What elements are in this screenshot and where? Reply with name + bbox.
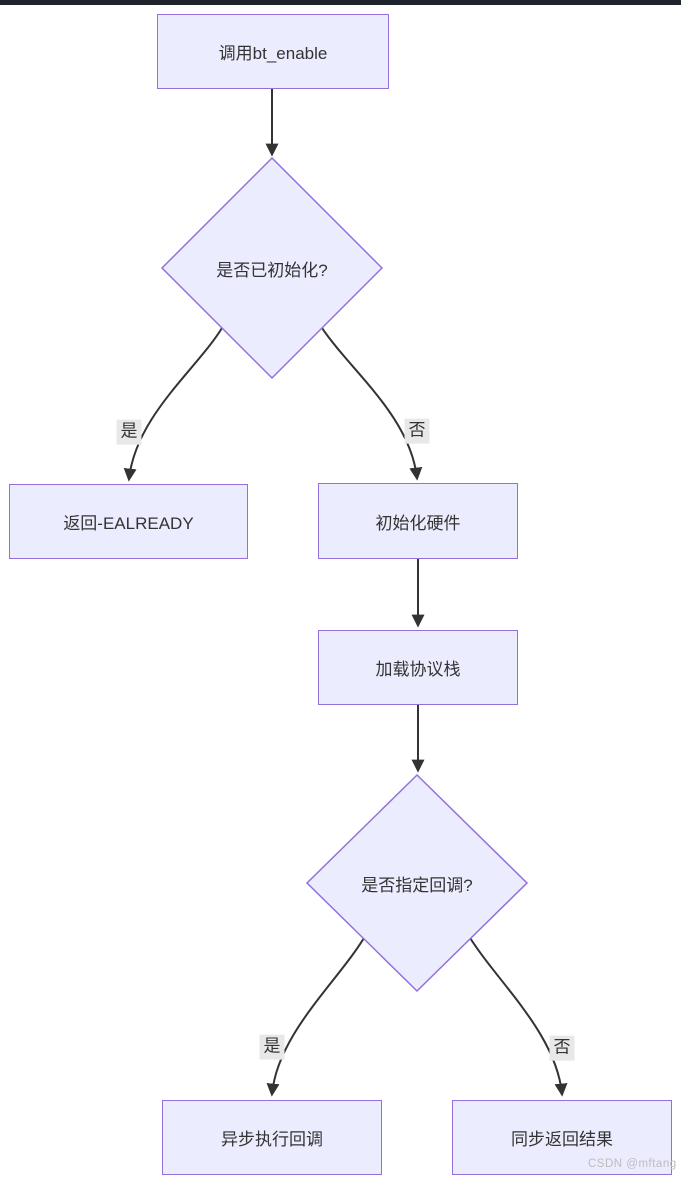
csdn-watermark: CSDN @mftang: [588, 1158, 677, 1170]
node-label: 调用bt_enable: [218, 44, 328, 63]
node-is-initialized-diamond: [160, 156, 384, 380]
node-load-protocol-stack: 加载协议栈: [318, 630, 518, 705]
edge-f-h-no: [466, 932, 568, 1097]
node-call-bt-enable: 调用bt_enable: [157, 14, 389, 89]
edge-label-yes-2: 是: [259, 1034, 285, 1060]
node-label: 异步执行回调: [221, 1130, 323, 1149]
edge-label-no-2: 否: [549, 1035, 575, 1061]
edge-f-g-yes: [266, 932, 368, 1097]
top-window-edge-bar: [0, 0, 681, 5]
node-sync-return-result: 同步返回结果: [452, 1100, 672, 1175]
node-init-hardware: 初始化硬件: [318, 483, 518, 559]
node-label: 加载协议栈: [375, 660, 461, 679]
edge-b-d-no: [321, 327, 423, 481]
node-label: 返回-EALREADY: [63, 514, 194, 533]
node-label: 同步返回结果: [511, 1130, 613, 1149]
node-label: 初始化硬件: [375, 513, 461, 533]
node-async-callback: 异步执行回调: [162, 1100, 382, 1175]
node-return-ealready: 返回-EALREADY: [9, 484, 248, 559]
node-callback-specified-diamond: [305, 773, 529, 993]
edge-b-c-yes: [123, 327, 223, 482]
edge-label-no-1: 否: [404, 418, 430, 444]
edge-label-yes-1: 是: [116, 419, 142, 445]
